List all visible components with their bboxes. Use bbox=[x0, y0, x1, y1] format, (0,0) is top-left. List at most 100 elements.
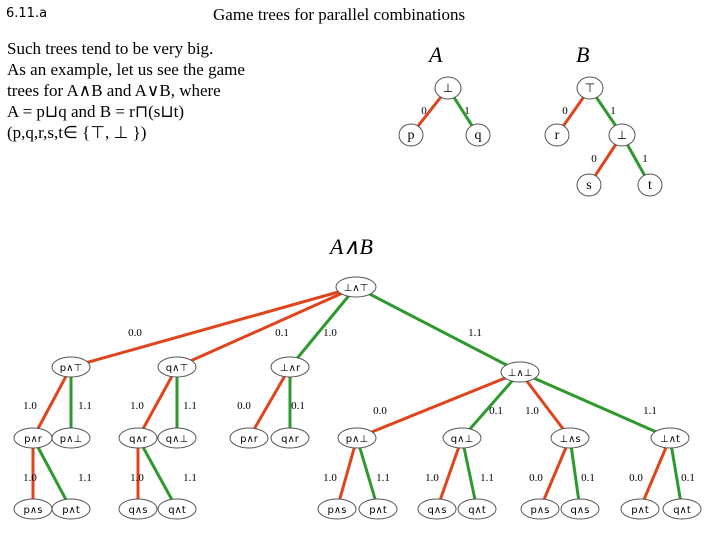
edge-AB-l3-4 bbox=[335, 436, 359, 511]
edge-label-AB-l2-0: 1.0 bbox=[23, 400, 37, 412]
node-AB-l3-4 bbox=[317, 498, 357, 520]
edge-AB-l3-3 bbox=[136, 436, 179, 511]
node-AB-l3-8 bbox=[520, 498, 560, 520]
node-AB-l2-5 bbox=[270, 427, 310, 449]
node-AB-l1-2-label: ⊥∧r bbox=[280, 363, 301, 374]
node-AB-l2-1 bbox=[51, 427, 91, 449]
node-AB-l3-4-label: p∧s bbox=[328, 505, 347, 516]
node-AB-l2-9 bbox=[650, 427, 690, 449]
edge-label-AB-l2-9: 1.1 bbox=[643, 405, 657, 417]
edge-label-AB-l2-8: 1.0 bbox=[525, 405, 539, 417]
label-A-and-B: A∧B bbox=[330, 234, 373, 259]
edge-label-AB-l3-4: 1.0 bbox=[323, 472, 337, 484]
edge-AB-l3-8 bbox=[538, 436, 572, 511]
edge-AB-l2-2 bbox=[136, 365, 179, 440]
node-AB-l1-1-label: q∧⊤ bbox=[166, 363, 188, 374]
edge-AB-l3-1 bbox=[31, 436, 73, 511]
node-A-p bbox=[398, 123, 424, 147]
edge-AB-l3-10 bbox=[638, 436, 672, 511]
edge-AB-l2-9 bbox=[518, 370, 672, 440]
node-B-r-label: r bbox=[555, 128, 560, 143]
node-AB-l1-0 bbox=[51, 356, 91, 378]
slide-number: 6.11.a bbox=[6, 6, 48, 21]
node-AB-l3-3 bbox=[157, 498, 197, 520]
node-B-t bbox=[637, 173, 663, 197]
edge-label-AB-l1-1: 0.1 bbox=[275, 327, 289, 339]
node-AB-l1-1 bbox=[157, 356, 197, 378]
edge-label-AB-l3-1: 1.1 bbox=[78, 472, 92, 484]
node-AB-l2-4-label: p∧r bbox=[240, 434, 259, 445]
edge-AB-l2-7 bbox=[460, 370, 522, 440]
edge-label-A-0: 0 bbox=[421, 105, 427, 117]
edge-AB-l1-3 bbox=[354, 285, 522, 374]
node-AB-l3-6 bbox=[417, 498, 457, 520]
node-AB-l2-2 bbox=[118, 427, 158, 449]
node-AB-l3-2-label: q∧s bbox=[129, 505, 148, 516]
edge-AB-l3-11 bbox=[668, 436, 684, 511]
edge-label-AB-l3-3: 1.1 bbox=[183, 472, 197, 484]
edge-AB-l1-1 bbox=[175, 285, 358, 369]
node-AB-l3-2 bbox=[118, 498, 158, 520]
edge-label-AB-l3-7: 1.1 bbox=[480, 472, 494, 484]
edge-label-AB-l3-10: 0.0 bbox=[629, 472, 643, 484]
edge-label-AB-l3-9: 0.1 bbox=[581, 472, 595, 484]
node-AB-l2-2-label: q∧r bbox=[129, 434, 148, 445]
edge-AB-l3-9 bbox=[568, 436, 582, 511]
edge-label-AB-l3-5: 1.1 bbox=[376, 472, 390, 484]
node-AB-l1-3 bbox=[500, 361, 540, 383]
edge-label-Bsub-1: 1 bbox=[642, 153, 648, 165]
edge-label-AB-l2-4: 0.0 bbox=[237, 400, 251, 412]
node-AB-l2-5-label: q∧r bbox=[281, 434, 300, 445]
node-AB-l3-1 bbox=[51, 498, 91, 520]
edge-label-AB-l2-5: 0.1 bbox=[291, 400, 305, 412]
edge-AB-l3-5 bbox=[355, 436, 380, 511]
node-AB-l3-11 bbox=[662, 498, 702, 520]
node-AB-l3-0-label: p∧s bbox=[24, 505, 43, 516]
node-AB-l1-2 bbox=[270, 356, 310, 378]
node-AB-l3-9-label: q∧s bbox=[571, 505, 590, 516]
node-AB-l3-7-label: q∧t bbox=[468, 505, 486, 516]
node-AB-l2-9-label: ⊥∧t bbox=[660, 434, 680, 445]
node-B-t-label: t bbox=[648, 178, 652, 193]
node-AB-root-label: ⊥∧⊤ bbox=[344, 283, 369, 294]
node-AB-l2-0-label: p∧r bbox=[24, 434, 43, 445]
node-AB-l1-3-label: ⊥∧⊥ bbox=[508, 368, 533, 379]
intro-text: Such trees tend to be very big. As an ex… bbox=[7, 38, 245, 143]
edge-AB-l2-0 bbox=[31, 365, 73, 440]
node-AB-l2-6-label: p∧⊥ bbox=[346, 434, 368, 445]
edge-label-AB-l2-7: 0.1 bbox=[489, 405, 503, 417]
edge-label-AB-l3-2: 1.0 bbox=[130, 472, 144, 484]
edge-label-AB-l3-0: 1.0 bbox=[23, 472, 37, 484]
edge-AB-l2-6 bbox=[355, 370, 522, 440]
edge-label-AB-l2-3: 1.1 bbox=[183, 400, 197, 412]
node-AB-l1-0-label: p∧⊤ bbox=[60, 363, 82, 374]
node-B-root-label: ⊤ bbox=[585, 81, 595, 95]
label-A: A bbox=[429, 42, 443, 67]
node-B-root bbox=[576, 76, 604, 100]
node-A-q-label: q bbox=[475, 128, 482, 143]
node-A-p-label: p bbox=[408, 128, 415, 143]
edge-label-AB-l3-11: 0.1 bbox=[681, 472, 695, 484]
edge-label-AB-l3-6: 1.0 bbox=[425, 472, 439, 484]
intro-line-4: A = p⊔q and B = r⊓(s⊔t) bbox=[7, 102, 185, 121]
node-AB-l2-3 bbox=[157, 427, 197, 449]
node-AB-root bbox=[335, 276, 377, 298]
edge-label-AB-l2-6: 0.0 bbox=[373, 405, 387, 417]
node-A-q bbox=[465, 123, 491, 147]
node-AB-l3-11-label: q∧t bbox=[673, 505, 691, 516]
edge-AB-l2-8 bbox=[518, 370, 572, 440]
edge-AB-l3-7 bbox=[460, 436, 479, 511]
node-B-s-label: s bbox=[586, 178, 591, 193]
edge-label-AB-l2-2: 1.0 bbox=[130, 400, 144, 412]
node-AB-l2-1-label: p∧⊥ bbox=[60, 434, 82, 445]
edge-AB-l1-2 bbox=[288, 285, 358, 369]
label-B: B bbox=[576, 42, 590, 67]
node-AB-l3-3-label: q∧t bbox=[168, 505, 186, 516]
node-AB-l2-6 bbox=[337, 427, 377, 449]
edge-label-B-0: 0 bbox=[562, 105, 568, 117]
node-AB-l2-4 bbox=[229, 427, 269, 449]
edge-label-AB-l2-1: 1.1 bbox=[78, 400, 92, 412]
node-AB-l3-6-label: q∧s bbox=[428, 505, 447, 516]
